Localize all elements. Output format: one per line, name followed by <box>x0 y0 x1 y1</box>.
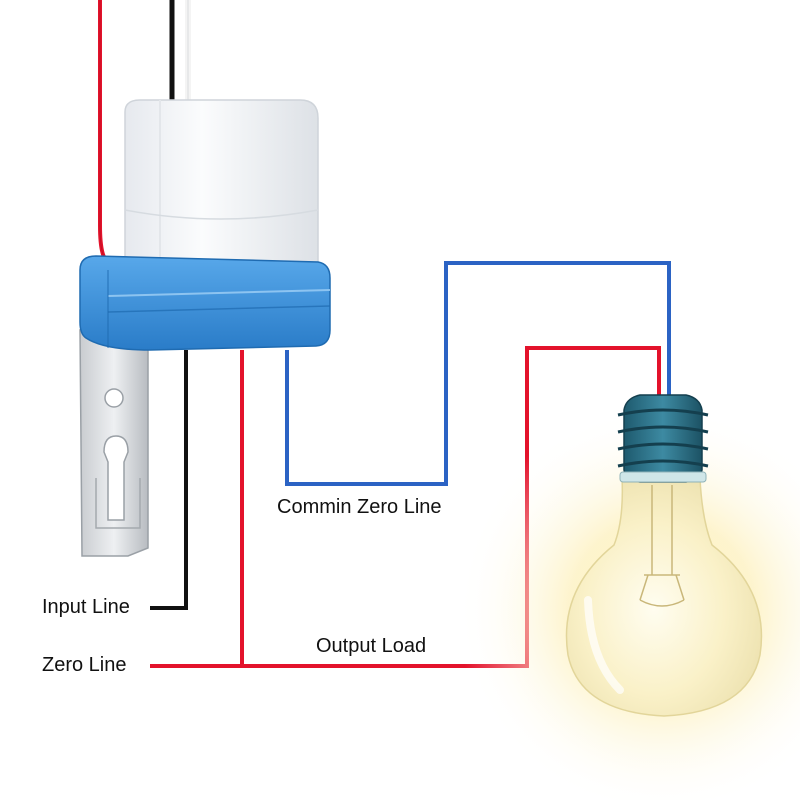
input-line-wire <box>150 350 188 610</box>
zero-line-label: Zero Line <box>42 654 127 676</box>
bulb-socket <box>617 394 709 483</box>
common-zero-line-label: Commin Zero Line <box>277 496 442 518</box>
common-zero-line-wire <box>285 261 671 486</box>
mounting-bracket <box>79 329 149 557</box>
bulb-filament <box>639 485 685 607</box>
light-bulb <box>565 477 763 717</box>
input-line-label: Input Line <box>42 596 130 618</box>
zero-line-wire <box>150 346 661 668</box>
output-load-label: Output Load <box>316 635 427 657</box>
photocell-sensor <box>79 99 331 351</box>
